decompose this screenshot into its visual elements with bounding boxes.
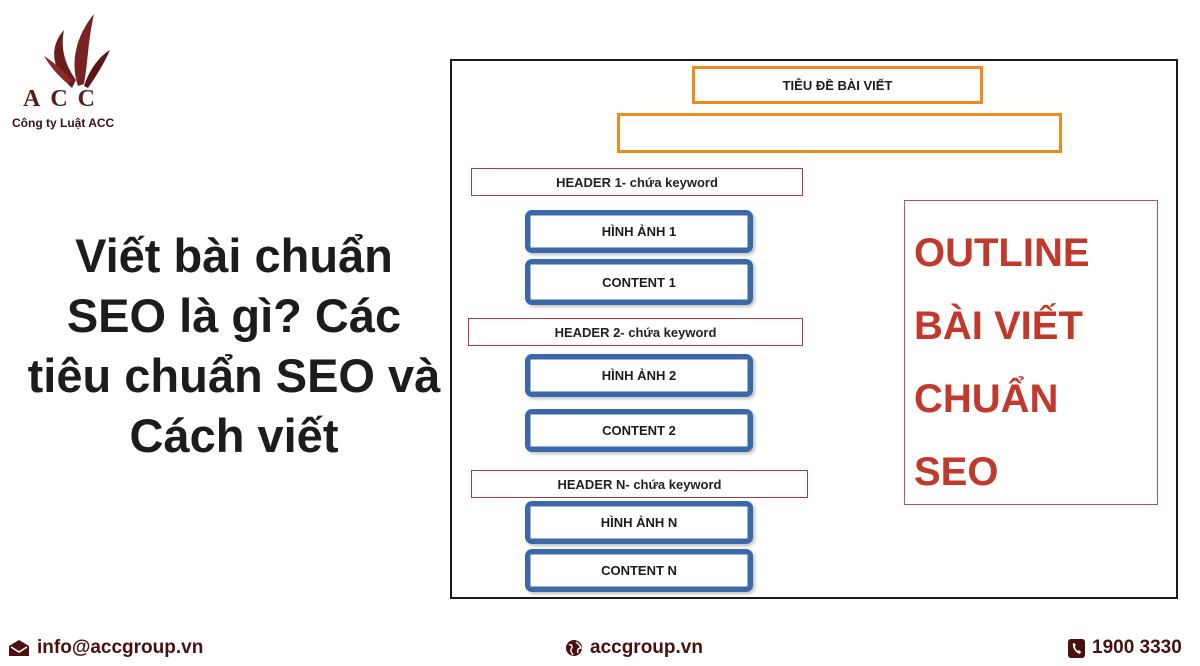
globe-icon [566, 640, 582, 656]
title-box: TIÊU ĐỀ BÀI VIẾT [692, 66, 983, 104]
outline-label-box: OUTLINE BÀI VIẾT CHUẨN SEO [904, 200, 1158, 505]
content-box-2: CONTENT 2 [525, 409, 753, 452]
outline-label-line-3: CHUẨN [914, 377, 1059, 421]
image-box-1: HÌNH ẢNH 1 [525, 210, 753, 253]
phone-number[interactable]: 1900 3330 [1092, 637, 1182, 658]
image-box-n: HÌNH ẢNH N [525, 501, 753, 544]
content-box-n: CONTENT N [525, 549, 753, 592]
outline-label-line-2: BÀI VIẾT [914, 304, 1083, 348]
envelope-icon [9, 640, 29, 656]
page-title: Viết bài chuẩn SEO là gì? Các tiêu chuẩn… [27, 229, 441, 462]
content-box-1: CONTENT 1 [525, 259, 753, 305]
email-link[interactable]: info@accgroup.vn [37, 637, 204, 658]
logo-subtitle: Công ty Luật ACC [12, 116, 115, 130]
header-box-n: HEADER N- chứa keyword [471, 470, 808, 498]
outline-label-line-1: OUTLINE [914, 231, 1090, 275]
header-box-1: HEADER 1- chứa keyword [471, 168, 803, 196]
header-box-2: HEADER 2- chứa keyword [468, 318, 803, 346]
outline-label-line-4: SEO [914, 450, 999, 494]
footer-email[interactable]: info@accgroup.vn [8, 637, 203, 659]
phone-icon [1068, 638, 1085, 658]
website-link[interactable]: accgroup.vn [590, 637, 703, 658]
image-box-2: HÌNH ẢNH 2 [525, 354, 753, 397]
flame-leaf-icon [44, 14, 110, 88]
footer-phone[interactable]: 1900 3330 [1068, 637, 1182, 659]
company-logo: ACC Công ty Luật ACC [8, 8, 138, 130]
footer-website[interactable]: accgroup.vn [565, 637, 703, 659]
outline-diagram: TIÊU ĐỀ BÀI VIẾT HEADER 1- chứa keyword … [450, 59, 1178, 599]
logo-text: ACC [23, 86, 105, 112]
subtitle-box [617, 113, 1062, 153]
